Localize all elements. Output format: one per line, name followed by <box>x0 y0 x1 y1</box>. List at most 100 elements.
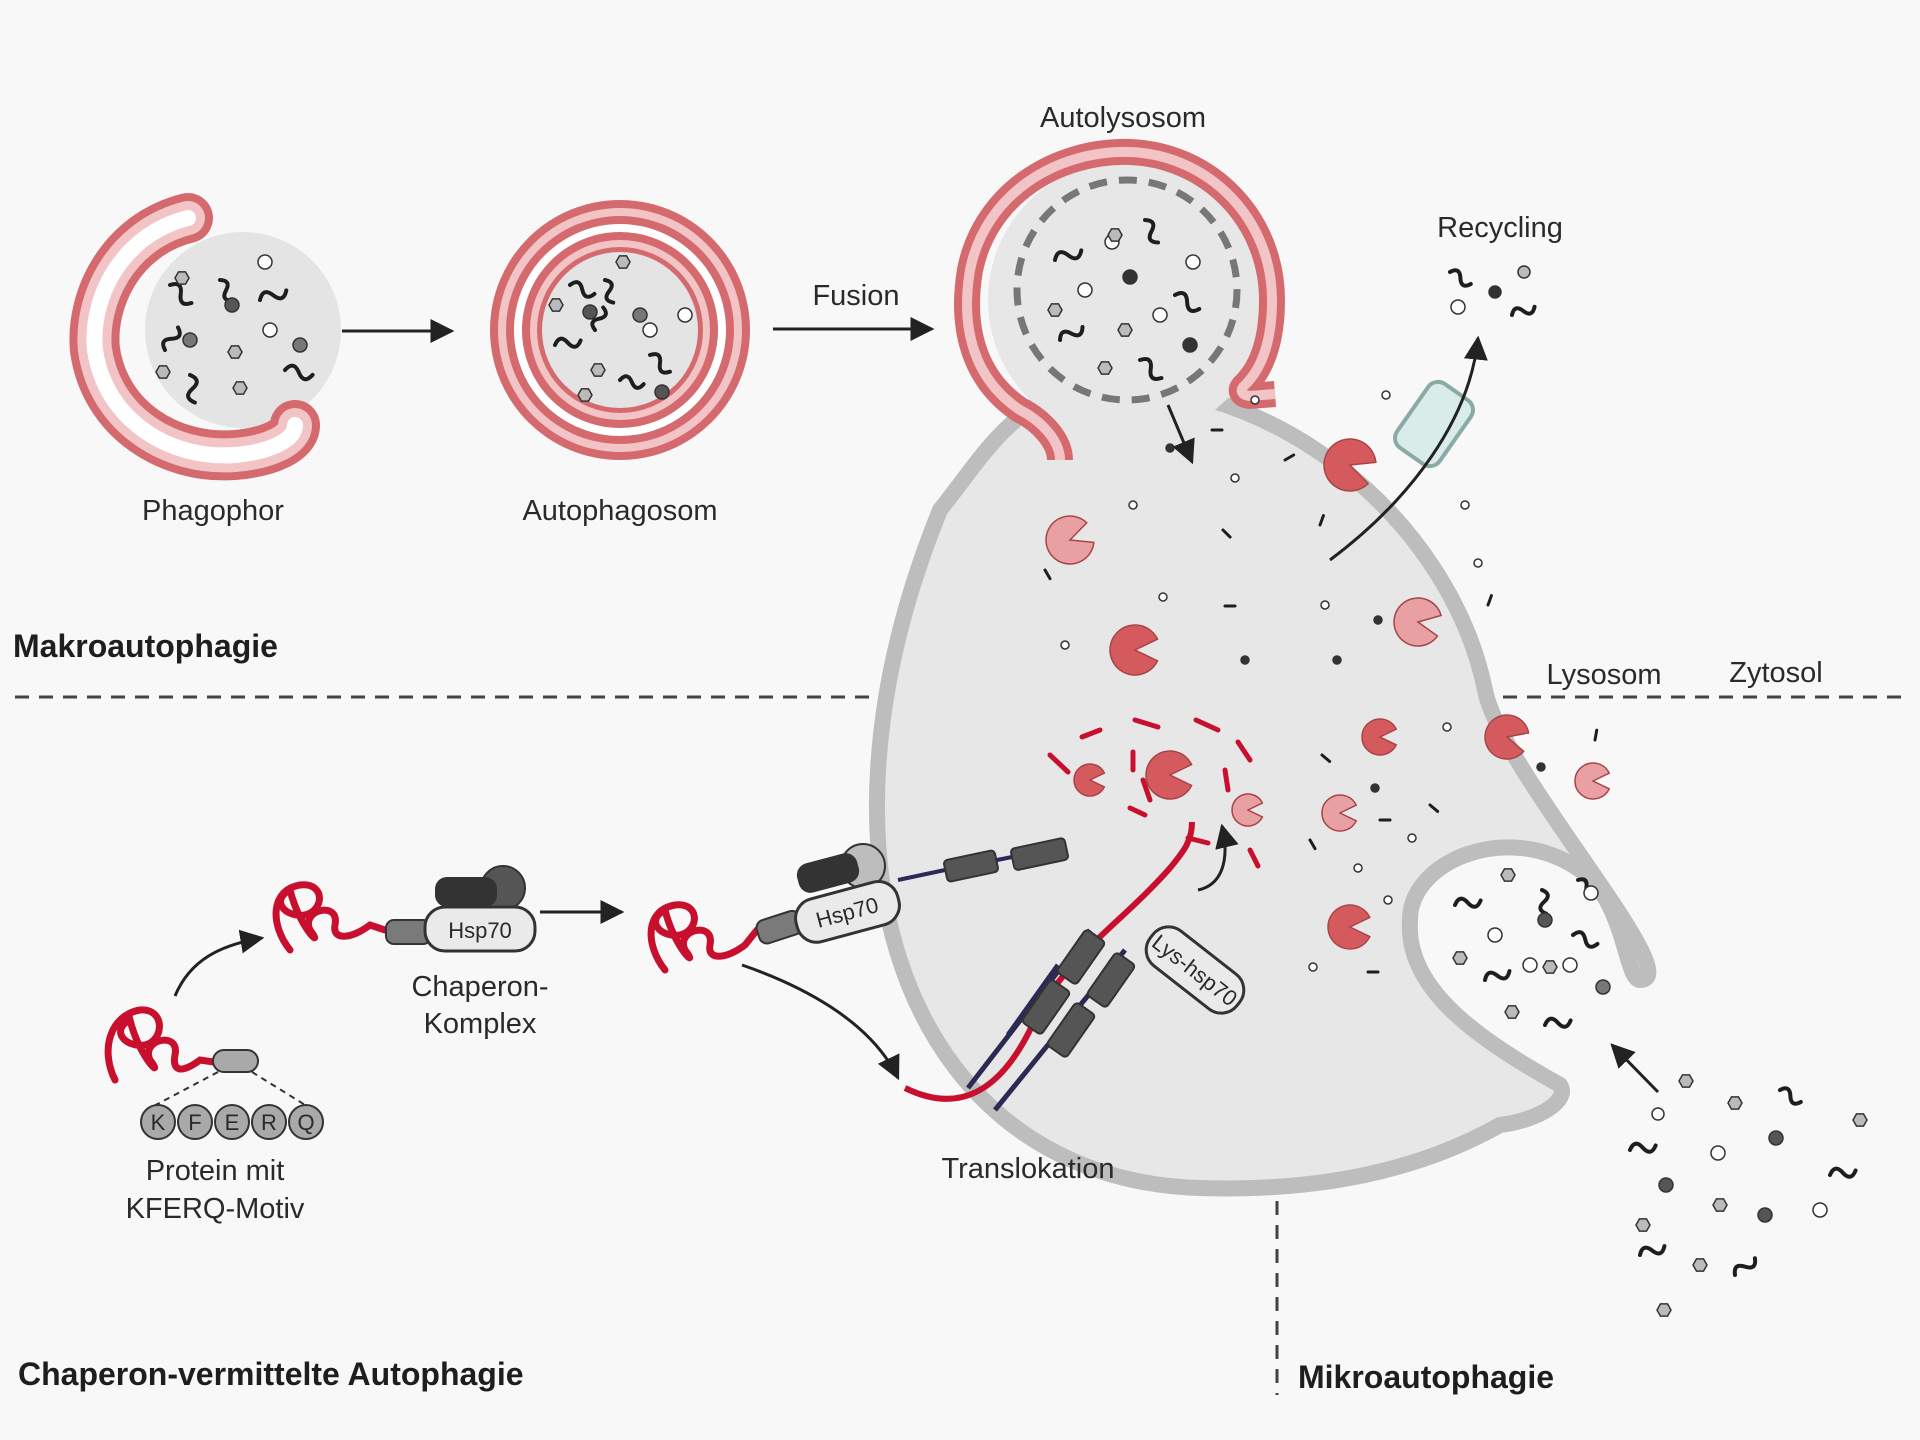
cargo-dot <box>1152 307 1168 323</box>
cargo-dot <box>1060 640 1070 650</box>
cargo-dot <box>1583 885 1599 901</box>
cargo-hexagon <box>577 388 593 402</box>
cargo-dot <box>1407 833 1417 843</box>
arrow-to-translokation <box>741 963 900 1081</box>
cargo-squiggle <box>1638 1244 1667 1257</box>
cargo-squiggle <box>553 336 583 349</box>
enzyme-icon <box>1574 762 1611 800</box>
label-autolysosom: Autolysosom <box>1040 102 1206 134</box>
cargo-fragment <box>1308 838 1317 851</box>
cargo-dot <box>1658 1177 1674 1193</box>
cargo-squiggle <box>186 373 199 405</box>
motif-letter: E <box>225 1110 240 1135</box>
inner-vesicle-remnant <box>1013 176 1241 404</box>
cargo-dot <box>1370 783 1380 793</box>
cargo-dot <box>1122 269 1138 285</box>
cargo-hexagon <box>590 363 606 377</box>
cargo-dot <box>1320 600 1330 610</box>
hsp70-label-a: Hsp70 <box>448 918 512 943</box>
cargo-dot <box>257 254 273 270</box>
motif-letter: F <box>188 1110 201 1135</box>
cargo-dot <box>224 297 240 313</box>
cargo-particles <box>155 218 1868 1317</box>
cargo-dot <box>1517 265 1531 279</box>
cargo-dot <box>1460 500 1470 510</box>
enzyme-icon <box>1361 718 1398 756</box>
section-cma: Chaperon-vermittelte Autophagie <box>18 1356 524 1392</box>
lysosome <box>868 376 1657 1197</box>
cargo-hexagon <box>1500 868 1516 882</box>
cargo-squiggle <box>1173 291 1202 313</box>
cargo-fragment <box>1428 803 1440 813</box>
cargo-dot <box>1230 473 1240 483</box>
cargo-dot <box>632 307 648 323</box>
cargo-dot <box>654 384 670 400</box>
cargo-squiggle <box>1448 268 1473 288</box>
cargo-dot <box>262 322 278 338</box>
cargo-hexagon <box>155 365 171 379</box>
motif-residue <box>140 1104 176 1140</box>
cargo-hexagon <box>1452 951 1468 965</box>
enzyme-icon <box>1484 714 1530 760</box>
cargo-hexagon <box>548 298 564 312</box>
cargo-dot <box>1250 395 1260 405</box>
cargo-dot <box>1182 337 1198 353</box>
cargo-squiggle <box>1058 325 1085 342</box>
arrow-to-chaperon <box>173 929 265 997</box>
label-chaperon-line2: Komplex <box>424 1008 537 1040</box>
process-arrows <box>173 317 1660 1094</box>
cargo-dot <box>292 337 308 353</box>
enzyme-icon <box>1327 904 1371 950</box>
cargo-dot <box>1353 863 1363 873</box>
cargo-hexagon <box>1712 1198 1728 1212</box>
cargo-dot <box>1383 895 1393 905</box>
cargo-hexagon <box>1117 323 1133 337</box>
label-zytosol: Zytosol <box>1729 657 1822 689</box>
cargo-squiggle <box>1510 304 1537 318</box>
enzyme-icon <box>1393 597 1443 647</box>
cargo-squiggle <box>1538 888 1550 916</box>
motif-residue <box>177 1104 213 1140</box>
autolysosome <box>954 138 1286 462</box>
cargo-squiggle <box>1778 1086 1803 1106</box>
cargo-squiggle <box>568 280 597 299</box>
cargo-dot <box>1442 722 1452 732</box>
arrow-release <box>1166 404 1195 465</box>
cargo-dot <box>642 322 658 338</box>
cargo-squiggle <box>283 363 315 382</box>
label-phagophor: Phagophor <box>142 495 284 527</box>
enzyme-icon <box>1231 793 1264 827</box>
cargo-squiggle <box>603 278 616 305</box>
translocation-complex <box>903 821 1246 1112</box>
cargo-dot <box>1128 500 1138 510</box>
cargo-dot <box>1562 957 1578 973</box>
label-autophagosom: Autophagosom <box>522 495 717 527</box>
cargo-dot <box>1158 592 1168 602</box>
cargo-fragment <box>1320 753 1332 763</box>
cargo-dot <box>677 307 693 323</box>
autophagosom <box>490 200 750 460</box>
cargo-dot <box>1487 927 1503 943</box>
label-lysosom: Lysosom <box>1547 659 1662 691</box>
cargo-dot <box>1450 299 1466 315</box>
cargo-hexagon <box>1107 228 1123 242</box>
kferq-protein <box>104 1006 311 1109</box>
cargo-hexagon <box>1727 1096 1743 1110</box>
lysosomal-enzymes <box>1045 438 1611 950</box>
motif-letter: Q <box>297 1110 314 1135</box>
arrow-mikro-uptake <box>1610 1043 1660 1094</box>
section-mikroautophagie: Mikroautophagie <box>1298 1359 1554 1395</box>
enzyme-icon <box>1323 438 1377 492</box>
phagophor <box>69 193 341 481</box>
cargo-hexagon <box>1097 361 1113 375</box>
cargo-dot <box>1522 957 1538 973</box>
cargo-squiggle <box>648 352 672 375</box>
cargo-squiggle <box>1453 896 1483 909</box>
motif-residue <box>214 1104 250 1140</box>
motif-residue <box>288 1104 324 1140</box>
cargo-dot <box>182 332 198 348</box>
cargo-hexagon <box>1635 1218 1651 1232</box>
cargo-hexagon <box>1656 1303 1672 1317</box>
